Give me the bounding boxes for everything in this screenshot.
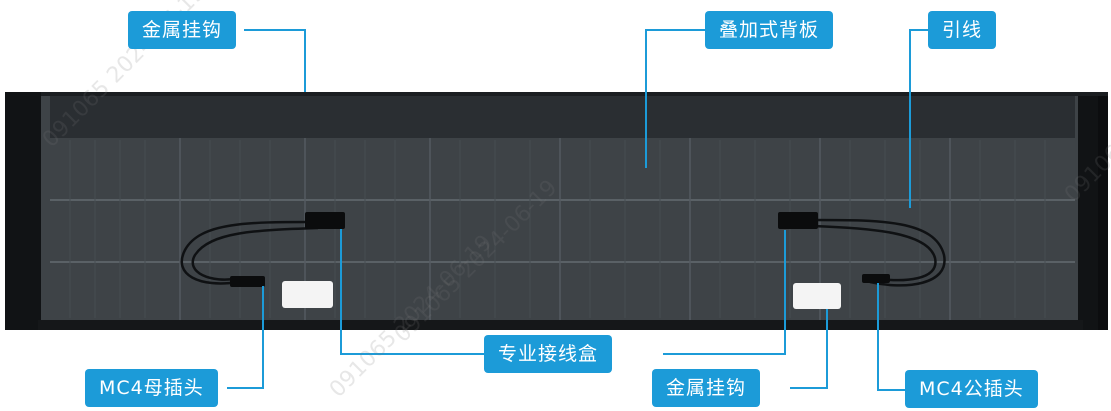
junction-box-right [778, 212, 818, 229]
label-metal-hook-bottom: 金属挂钩 [652, 369, 761, 407]
leader-lines [227, 29, 928, 391]
leader-junction-right [663, 230, 786, 355]
leader-lead-wire [909, 29, 928, 208]
leader-metal-hook-bottom [790, 309, 828, 389]
label-lead-wire: 引线 [928, 11, 997, 49]
leader-mc4-male [877, 283, 905, 391]
label-mc4-female: MC4母插头 [85, 369, 218, 407]
junction-box-left [305, 212, 345, 229]
leader-metal-hook-top [244, 29, 306, 92]
label-laminated-backsheet: 叠加式背板 [705, 11, 834, 49]
panel-cell-stripes [69, 140, 1046, 318]
left-cable [180, 220, 319, 285]
leader-junction-left [340, 229, 484, 355]
label-junction-box: 专业接线盒 [484, 335, 613, 373]
metal-hook-right [793, 283, 841, 309]
panel-row-lines [50, 199, 1075, 263]
panel-top-strip [50, 96, 1075, 138]
panel-left-rail [5, 92, 41, 330]
mc4-male-connector [862, 274, 890, 283]
panel-column-lines [179, 138, 951, 320]
metal-hook-left [282, 281, 333, 308]
label-metal-hook-top: 金属挂钩 [128, 11, 237, 49]
leader-backsheet [645, 29, 705, 168]
label-mc4-male: MC4公插头 [905, 370, 1038, 408]
right-cable [811, 218, 946, 287]
panel-bottom-edge [38, 320, 1083, 330]
panel-right-rail-edge [1098, 96, 1108, 330]
mc4-female-connector [230, 276, 265, 287]
leader-mc4-female [227, 286, 264, 389]
